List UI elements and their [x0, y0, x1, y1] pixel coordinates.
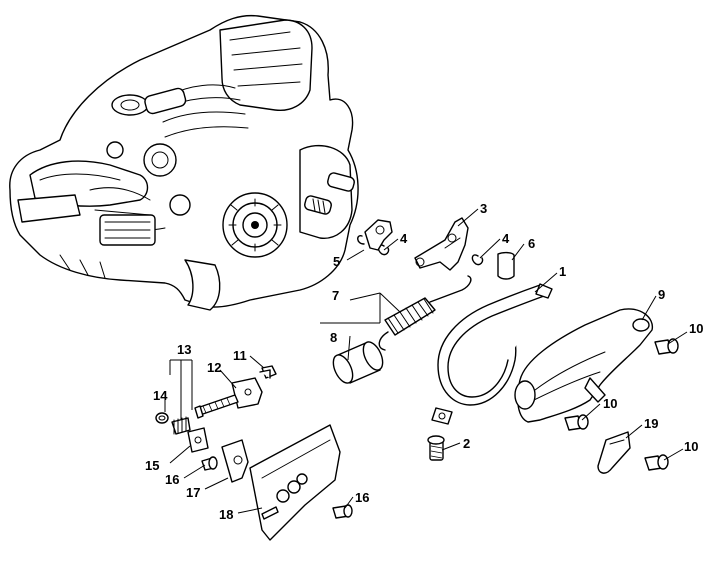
callout-12: 12 — [207, 360, 221, 375]
screw-part-10-top — [654, 338, 679, 355]
callout-labels: 1 2 3 4 4 5 6 7 8 9 10 10 10 11 12 13 14… — [145, 201, 703, 522]
callout-18: 18 — [219, 507, 233, 522]
leader-lines — [164, 208, 688, 514]
screw-part-10-middle — [564, 414, 589, 431]
tension-spring-part-7 — [378, 275, 472, 351]
callout-13: 13 — [177, 342, 191, 357]
callout-3: 3 — [480, 201, 487, 216]
callout-15: 15 — [145, 458, 159, 473]
callout-8: 8 — [330, 330, 337, 345]
screw-part-2 — [427, 435, 445, 461]
callout-17: 17 — [186, 485, 200, 500]
callout-1: 1 — [559, 264, 566, 279]
ring-part-14 — [155, 412, 169, 424]
sleeve-part-8 — [332, 341, 384, 384]
callout-10-top: 10 — [689, 321, 703, 336]
nut-part-11 — [259, 365, 277, 379]
sprocket-cover-part-9 — [514, 308, 654, 423]
guide-plate-part-18 — [249, 424, 341, 541]
brake-band-part-1 — [431, 283, 553, 425]
gear-part-13 — [171, 416, 191, 435]
callout-14: 14 — [153, 388, 168, 403]
callout-10-middle: 10 — [603, 396, 617, 411]
brake-lever-part-3 — [414, 217, 469, 271]
engine-assembly — [9, 14, 359, 311]
small-spring-part-6 — [497, 251, 515, 280]
callout-19: 19 — [644, 416, 658, 431]
chain-catcher-part-19 — [597, 431, 631, 474]
small-lever-part-5 — [357, 219, 393, 251]
screw-part-16-bottom — [332, 504, 353, 519]
callout-9: 9 — [658, 287, 665, 302]
screw-part-16-left — [201, 456, 218, 471]
callout-16-bottom: 16 — [355, 490, 369, 505]
callout-4-right: 4 — [502, 231, 510, 246]
callout-6: 6 — [528, 236, 535, 251]
plate-part-15 — [187, 427, 209, 453]
callout-2: 2 — [463, 436, 470, 451]
callout-16-left: 16 — [165, 472, 179, 487]
callout-10-bottom: 10 — [684, 439, 698, 454]
callout-4-left: 4 — [400, 231, 408, 246]
callout-5: 5 — [333, 254, 340, 269]
bracket-part-17 — [221, 439, 249, 483]
callout-11: 11 — [233, 348, 247, 363]
callout-7: 7 — [332, 288, 339, 303]
screw-part-10-bottom — [644, 454, 669, 471]
tensioner-part-12 — [194, 377, 263, 419]
